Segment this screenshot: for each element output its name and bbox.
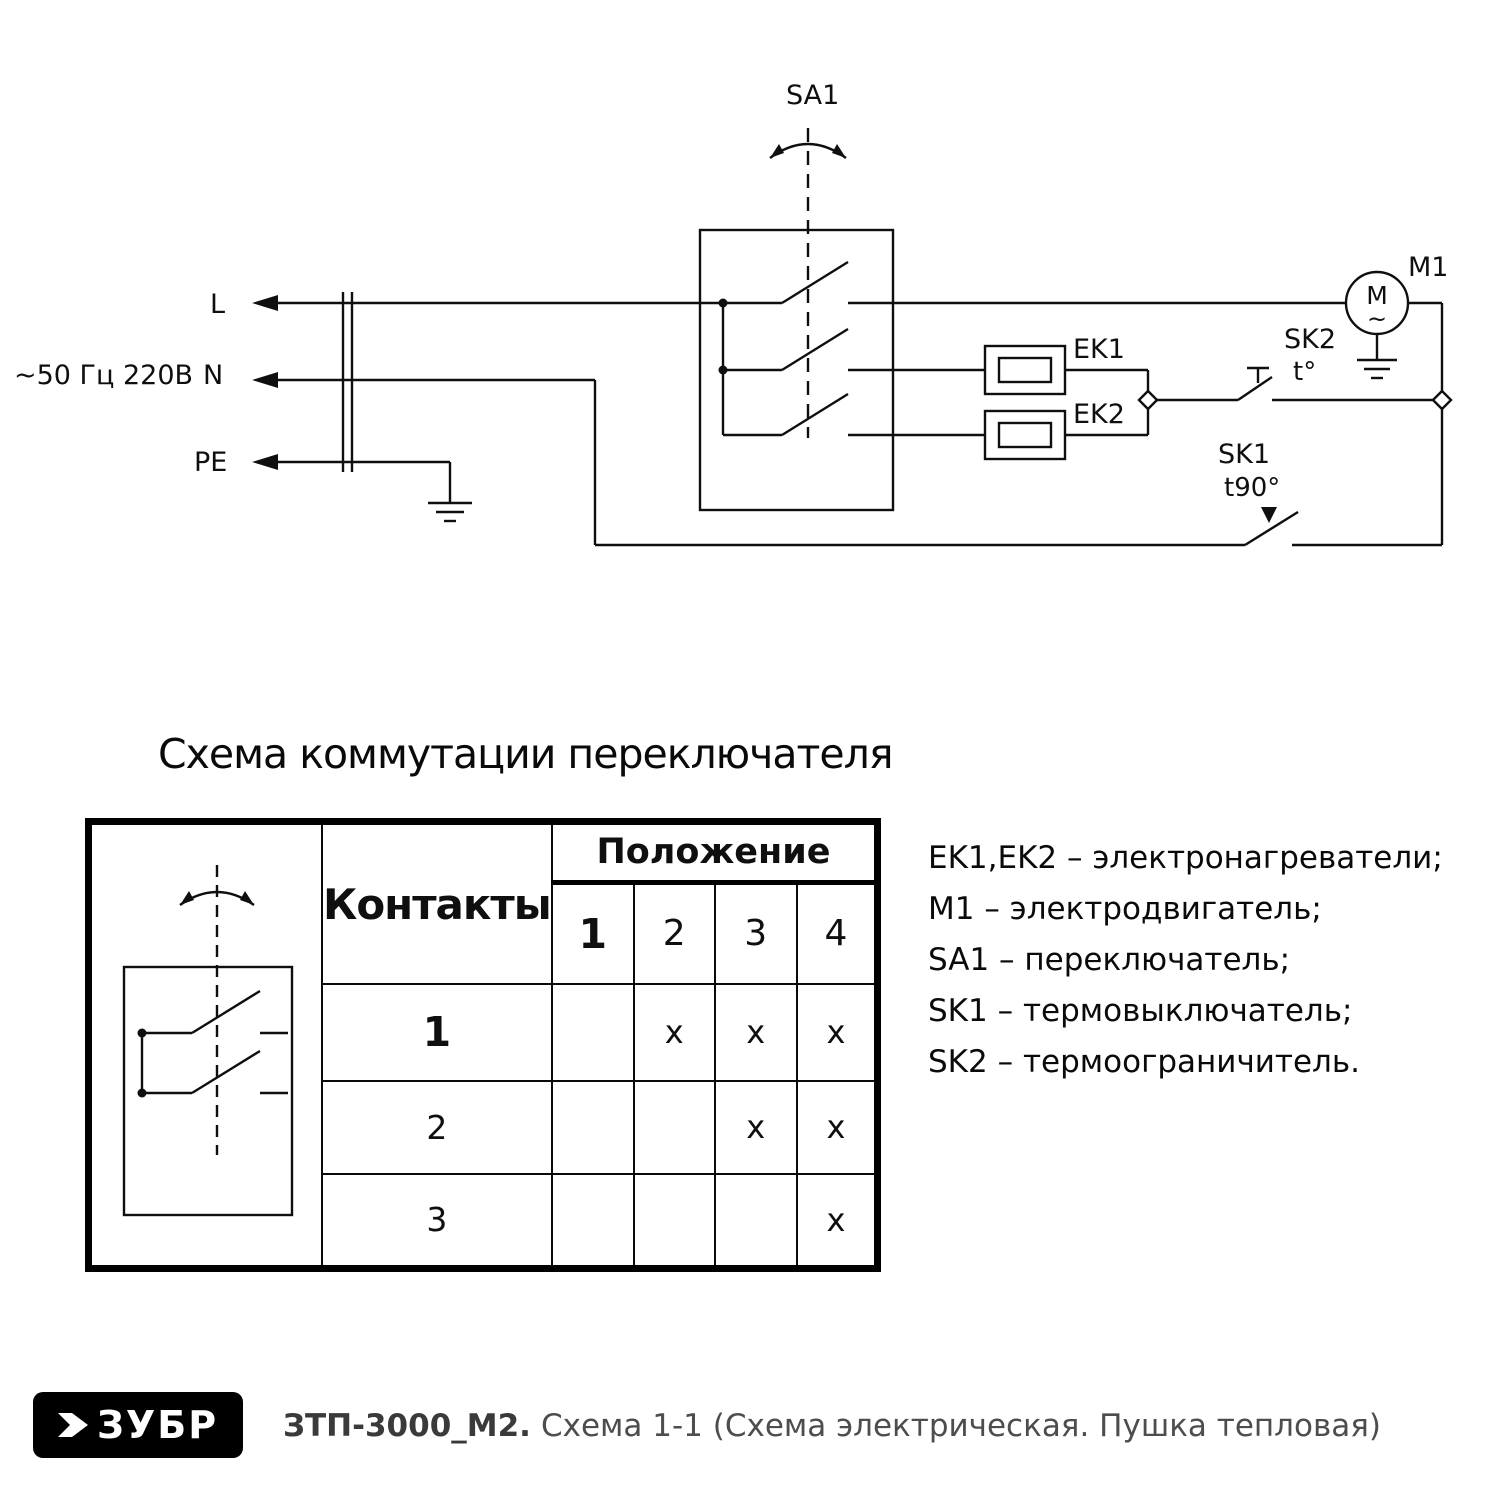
- label-ek2: EK2: [1073, 399, 1125, 430]
- label-sk2: SK2: [1284, 324, 1336, 355]
- ground-symbol-motor: [1357, 358, 1397, 380]
- motor-letter: M: [1366, 281, 1388, 310]
- table-row: 1 x x x: [89, 983, 879, 1082]
- legend-item: SK2 – термоограничитель.: [928, 1044, 1360, 1080]
- junction-diamond: [1137, 389, 1159, 411]
- sk1-contact-triangle: [1261, 507, 1277, 523]
- mark-cell: [550, 983, 635, 1082]
- contact-label: 2: [321, 1079, 553, 1175]
- legend-item: SK1 – термовыключатель;: [928, 993, 1353, 1029]
- mark-cell: [550, 1079, 635, 1175]
- label-pe: PE: [194, 447, 227, 478]
- thermal-switch-sk2: [1157, 366, 1433, 402]
- heater-ek1: [983, 344, 1150, 396]
- heater-ek2: [983, 409, 1150, 461]
- sa1-contacts: [721, 260, 1346, 437]
- label-power: ~50 Гц 220В: [14, 360, 193, 391]
- switch-symbol-cell: [87, 820, 323, 1270]
- label-n: N: [203, 360, 223, 391]
- commutation-table-title: Схема коммутации переключателя: [158, 730, 894, 778]
- label-sk1-temp: t90°: [1224, 473, 1280, 503]
- contact-label: 1: [321, 983, 553, 1082]
- footer-model: ЗТП-3000_М2.: [283, 1408, 531, 1444]
- ground-symbol-pe: [428, 462, 472, 523]
- arrow-pe: [252, 454, 278, 470]
- label-sk1: SK1: [1218, 439, 1270, 470]
- zubr-logo: ЗУБР: [33, 1392, 243, 1458]
- return-bus: [1408, 301, 1444, 545]
- legend-item: EK1,EK2 – электронагреватели;: [928, 840, 1443, 876]
- sa1-arc-arrow-right: [832, 144, 846, 158]
- contact-label: 3: [321, 1172, 553, 1270]
- label-sa1: SA1: [786, 80, 839, 111]
- motor-m1: [1344, 270, 1410, 360]
- switch-symbol: [122, 865, 294, 1217]
- mark-cell: x: [713, 1079, 798, 1175]
- power-wires: [262, 292, 782, 545]
- label-ek1: EK1: [1073, 334, 1125, 365]
- motor-tilde: ~: [1367, 305, 1387, 333]
- mark-cell: x: [795, 1079, 879, 1175]
- mark-cell: [632, 1079, 716, 1175]
- zubr-logo-icon: [57, 1413, 88, 1437]
- arrow-n: [252, 372, 278, 388]
- table-row: 3 x: [89, 1172, 879, 1270]
- mark-cell: [713, 1172, 798, 1270]
- commutation-table: Контакты Положение 1 2 3 4 1 x x x: [85, 818, 882, 1272]
- footer-caption: ЗТП-3000_М2.Схема 1-1 (Схема электрическ…: [283, 1408, 1381, 1444]
- arrow-l: [252, 295, 278, 311]
- mark-cell: [550, 1172, 635, 1270]
- junction-diamond: [1431, 389, 1453, 411]
- sa1-arc-arrow-left: [770, 144, 784, 158]
- position-header: Положение: [550, 820, 879, 885]
- legend: EK1,EK2 – электронагреватели; M1 – элект…: [928, 833, 1443, 1088]
- thermal-switch-sk1: [595, 510, 1442, 547]
- position-col-4: 4: [795, 881, 879, 986]
- label-sk2-temp: t°: [1293, 357, 1316, 387]
- position-col-3: 3: [713, 881, 798, 986]
- label-m1: M1: [1408, 252, 1448, 283]
- junction-dot: [718, 298, 728, 308]
- mark-cell: [632, 1172, 716, 1270]
- sa1-switch-axis: [769, 128, 847, 438]
- position-col-2: 2: [632, 881, 716, 986]
- junction-dot: [718, 365, 728, 375]
- circuit-diagram: SA1 ~50 Гц 220В L N PE EK1 EK2 SK2 t° SK…: [14, 80, 1453, 547]
- mark-cell: x: [632, 983, 716, 1082]
- footer-subtitle: Схема 1-1 (Схема электрическая. Пушка те…: [540, 1408, 1381, 1444]
- position-col-1: 1: [550, 881, 635, 986]
- zubr-logo-text: ЗУБР: [96, 1403, 219, 1447]
- legend-item: M1 – электродвигатель;: [928, 891, 1322, 927]
- table-row: 2 x x: [89, 1079, 879, 1175]
- mark-cell: x: [713, 983, 798, 1082]
- contacts-header: Контакты: [321, 820, 553, 986]
- legend-item: SA1 – переключатель;: [928, 942, 1291, 978]
- mark-cell: x: [795, 1172, 879, 1270]
- mark-cell: x: [795, 983, 879, 1082]
- label-l: L: [210, 289, 225, 320]
